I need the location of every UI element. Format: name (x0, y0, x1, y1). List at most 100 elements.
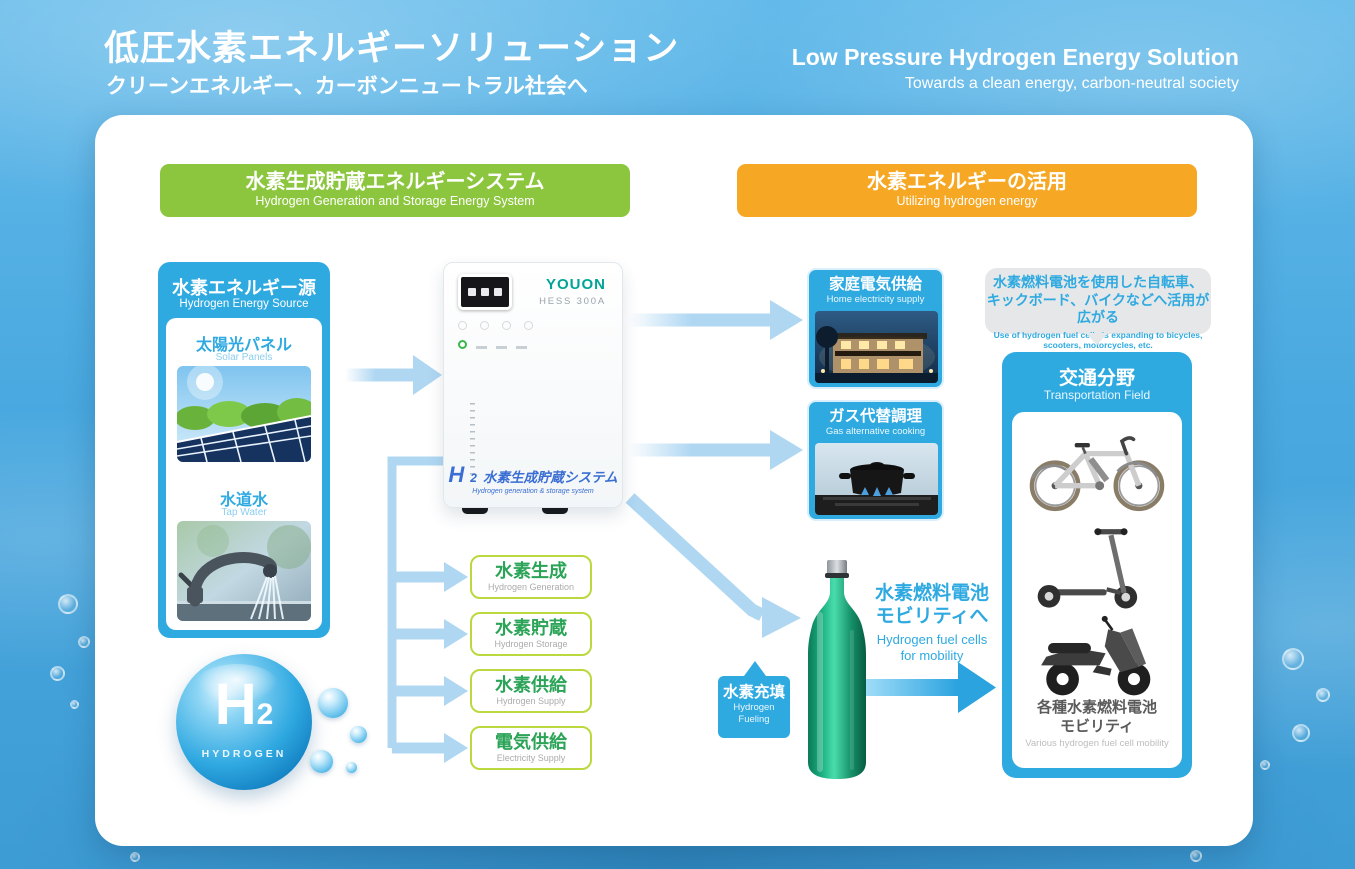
banner-utilization-jp: 水素エネルギーの活用 (867, 171, 1067, 193)
function-label-en: Hydrogen Storage (494, 639, 568, 649)
mobility-jp-line2: モビリティへ (875, 606, 989, 627)
function-label-en: Hydrogen Generation (487, 582, 575, 592)
h2-subscript: 2 (256, 698, 274, 731)
device-brand-logo: YOUON (545, 276, 606, 293)
transportation-panel: 各種水素燃料電池 モビリティ Various hydrogen fuel cel… (1012, 412, 1182, 768)
function-hydrogen-storage: 水素貯蔵 Hydrogen Storage (470, 612, 592, 656)
mobility-en-line1: Hydrogen fuel cells (876, 632, 988, 647)
fueling-pointer (744, 661, 766, 676)
hydrogen-word: HYDROGEN (201, 748, 287, 760)
bubble-accent (318, 688, 348, 718)
pot-on-gas-stove-image (815, 443, 938, 515)
water-bubble (58, 594, 78, 614)
page-subtitle-japanese: クリーンエネルギー、カーボンニュートラル社会へ (106, 75, 588, 98)
banner-generation-storage-en: Hydrogen Generation and Storage Energy S… (255, 194, 535, 208)
device-h2-subscript: 2 (470, 471, 477, 485)
mobility-caption-en: Various hydrogen fuel cell mobility (1025, 738, 1169, 749)
mobility-caption-jp-line2: モビリティ (1059, 718, 1135, 735)
fueling-label-en-line2: Fueling (738, 713, 770, 725)
fueling-label-jp: 水素充填 (722, 684, 785, 701)
mobility-caption-jp-line1: 各種水素燃料電池 (1036, 699, 1157, 716)
function-label-jp: 水素貯蔵 (495, 618, 567, 638)
transportation-title-jp: 交通分野 (1058, 368, 1135, 389)
water-bubble (1260, 760, 1270, 770)
water-bubble (1292, 724, 1310, 742)
mobility-en-line2: for mobility (900, 648, 964, 663)
device-power-indicator (458, 340, 467, 349)
device-foot (542, 505, 568, 514)
solar-panels-image (177, 366, 311, 462)
function-electricity-supply: 電気供給 Electricity Supply (470, 726, 592, 770)
house-at-dusk-image (815, 311, 938, 383)
solar-panels-label-jp: 太陽光パネル (195, 337, 292, 354)
application-home-electricity: 家庭電気供給 Home electricity supply (807, 268, 944, 389)
mobility-heading: 水素燃料電池 モビリティへ Hydrogen fuel cells for mo… (864, 582, 1000, 664)
banner-utilization: 水素エネルギーの活用 Utilizing hydrogen energy (737, 164, 1197, 217)
function-hydrogen-supply: 水素供給 Hydrogen Supply (470, 669, 592, 713)
callout-jp-line1: 水素燃料電池を使用した自転車、 (993, 274, 1203, 290)
function-label-jp: 水素供給 (495, 675, 567, 695)
transportation-title-en: Transportation Field (1043, 388, 1151, 402)
function-label-en: Hydrogen Supply (496, 696, 566, 706)
application-label-en: Home electricity supply (826, 294, 925, 305)
solar-panels-label-en: Solar Panels (215, 352, 273, 363)
bubble-accent (346, 762, 357, 773)
water-bubble (70, 700, 79, 709)
water-bubble (130, 852, 140, 862)
application-label-en: Gas alternative cooking (825, 426, 926, 437)
device-foot (462, 505, 488, 514)
function-label-jp: 電気供給 (495, 732, 567, 752)
callout-pointer (1086, 333, 1108, 345)
water-bubble (50, 666, 65, 681)
callout-jp-line2: キックボード、バイクなどへ活用が広がる (986, 291, 1210, 326)
application-gas-cooking: ガス代替調理 Gas alternative cooking (807, 400, 944, 521)
fuel-cell-expansion-callout: 水素燃料電池を使用した自転車、 キックボード、バイクなどへ活用が広がる Use … (985, 268, 1211, 350)
page-title-japanese: 低圧水素エネルギーソリューション (104, 29, 680, 68)
banner-generation-storage-jp: 水素生成貯蔵エネルギーシステム (245, 171, 545, 193)
transportation-field-box: 交通分野 Transportation Field (1002, 352, 1192, 778)
banner-utilization-en: Utilizing hydrogen energy (896, 194, 1038, 208)
water-bubble (78, 636, 90, 648)
water-bubble (1190, 850, 1202, 862)
application-label-jp: 家庭電気供給 (828, 276, 922, 293)
device-micro-labels (476, 343, 527, 349)
device-display-screen (458, 274, 512, 310)
device-model-number: HESS 300A (539, 296, 606, 307)
h2-letter: H (214, 672, 257, 737)
bubble-accent (350, 726, 367, 743)
energy-source-panel: 太陽光パネル Solar Panels (166, 318, 322, 630)
mobility-jp-line1: 水素燃料電池 (874, 583, 989, 604)
function-hydrogen-generation: 水素生成 Hydrogen Generation (470, 555, 592, 599)
tap-water-label-jp: 水道水 (219, 492, 268, 509)
page-title-english: Low Pressure Hydrogen Energy Solution (791, 44, 1239, 70)
device-h2-symbol: H (448, 462, 465, 487)
water-bubble (1282, 648, 1304, 670)
device-label-en: Hydrogen generation & storage system (472, 488, 594, 495)
hydrogen-energy-source-box: 水素エネルギー源 Hydrogen Energy Source 太陽光パネル S… (158, 262, 330, 638)
function-label-jp: 水素生成 (495, 561, 567, 581)
water-bubble (1316, 688, 1330, 702)
tap-water-image (177, 521, 311, 621)
energy-source-title-en: Hydrogen Energy Source (179, 298, 309, 310)
fueling-label-en-line1: Hydrogen (733, 702, 775, 713)
page-subtitle-english: Towards a clean energy, carbon-neutral s… (904, 75, 1239, 92)
electric-bicycle-image (1029, 436, 1165, 512)
application-label-jp: ガス代替調理 (828, 408, 922, 425)
device-level-gauge (470, 403, 475, 481)
device-indicator-lights (458, 321, 533, 330)
tap-water-label-en: Tap Water (221, 507, 267, 518)
h2-sphere-logo: H2 HYDROGEN (176, 654, 312, 790)
banner-generation-storage: 水素生成貯蔵エネルギーシステム Hydrogen Generation and … (160, 164, 630, 217)
device-label-jp: 水素生成貯蔵システム (482, 470, 618, 485)
function-label-en: Electricity Supply (496, 753, 566, 763)
hydrogen-fueling-box: 水素充填 Hydrogen Fueling (718, 676, 790, 738)
bubble-accent (310, 750, 333, 773)
energy-source-title-jp: 水素エネルギー源 (172, 278, 316, 298)
hydrogen-bottle-image (808, 560, 866, 779)
motor-scooter-image (1041, 615, 1151, 696)
kick-scooter-image (1037, 528, 1138, 609)
h2-symbol: H2 (176, 676, 312, 734)
